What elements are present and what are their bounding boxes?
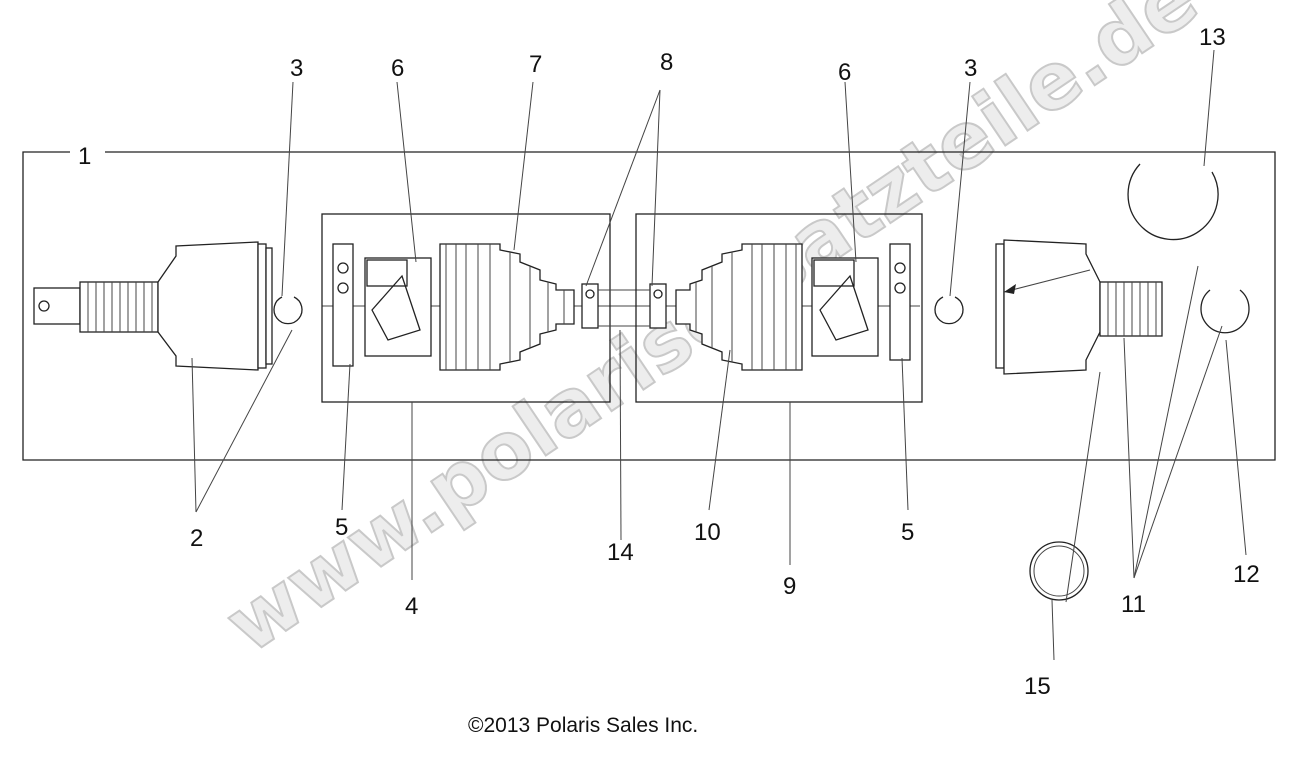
- boot-clamp-left: [332, 243, 354, 367]
- assembly-frame: [22, 151, 1276, 461]
- callout-13: 13: [1199, 24, 1226, 51]
- seal-ring: [1029, 541, 1089, 601]
- callout-12: 12: [1233, 561, 1260, 588]
- callout-15: 15: [1024, 673, 1051, 700]
- arrow-head: [1004, 284, 1016, 294]
- callout-3-left: 3: [290, 55, 303, 82]
- cv-boot-left: [439, 243, 575, 371]
- callout-5-right: 5: [901, 519, 914, 546]
- callout-labels: 1 2 3 3 4 5 5 6 6 7 8 9 10 11 12 13 14 1…: [78, 24, 1260, 700]
- copyright-text: ©2013 Polaris Sales Inc.: [468, 714, 698, 737]
- callout-8: 8: [660, 49, 673, 76]
- small-clamp-left: [581, 283, 599, 329]
- callout-3-right: 3: [964, 55, 977, 82]
- circlip-right: [934, 296, 964, 325]
- callout-6-right: 6: [838, 59, 851, 86]
- callout-9: 9: [783, 573, 796, 600]
- callout-1: 1: [78, 143, 91, 170]
- circlip-left: [273, 296, 303, 325]
- boot-clamp-right: [889, 243, 911, 361]
- outer-cv-joint-left: [33, 241, 273, 371]
- callout-4: 4: [405, 593, 418, 620]
- callout-10: 10: [694, 519, 721, 546]
- callout-5-left: 5: [335, 514, 348, 541]
- grease-packet-right: [811, 257, 879, 357]
- callout-14: 14: [607, 539, 634, 566]
- cv-boot-right: [675, 243, 803, 371]
- callout-6-left: 6: [391, 55, 404, 82]
- boot-kit-box-right: [635, 213, 923, 403]
- large-ring: [1127, 163, 1219, 241]
- grease-packet-left: [364, 257, 432, 357]
- callout-2: 2: [190, 525, 203, 552]
- leader-lines: [191, 49, 1247, 661]
- boot-kit-box-left: [321, 213, 611, 403]
- callout-11: 11: [1121, 591, 1146, 618]
- small-clamp-right: [649, 283, 667, 329]
- inner-cv-joint-right: [995, 239, 1163, 375]
- retaining-ring: [1200, 289, 1250, 334]
- callout-7: 7: [529, 51, 542, 78]
